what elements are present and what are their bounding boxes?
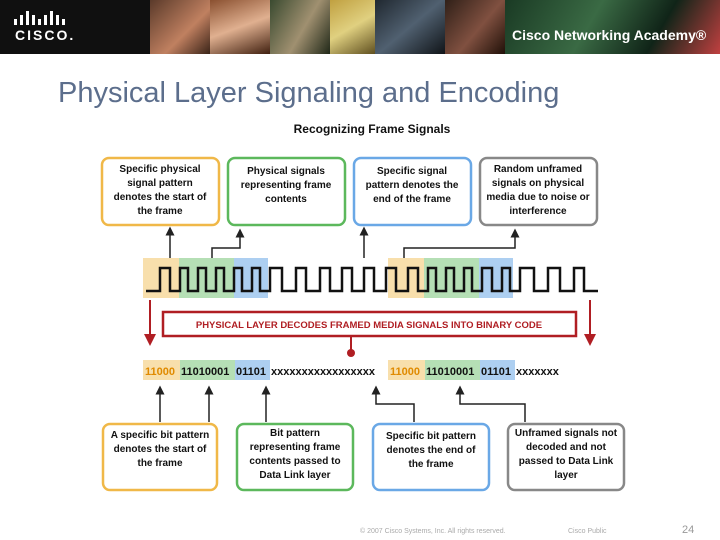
bottom-box-start-bits [101,422,219,492]
arrow-top-2 [211,228,245,258]
decode-bar-text: PHYSICAL LAYER DECODES FRAMED MEDIA SIGN… [196,320,542,331]
signal-waveform [146,266,598,293]
top-box-end-signal [352,156,473,227]
bin-start-1: 11000 [145,366,175,378]
banner-photo-2 [210,0,270,54]
bin-bg-end-2 [480,360,515,380]
arrow-bottom-4 [371,385,415,422]
banner-photo-5 [375,0,445,54]
bin-bg-contents-2 [425,360,480,380]
arrow-top-4 [403,228,520,258]
diagram-title: Recognizing Frame Signals [294,122,451,136]
wave-seg-contents-2 [424,258,479,298]
slide-title: Physical Layer Signaling and Encoding [58,77,560,109]
banner-photo-1 [150,0,210,54]
bin-noise-1: xxxxxxxxxxxxxxxxx [271,366,376,378]
decode-bar [161,310,578,338]
bin-bg-start-2 [388,360,425,380]
bottom-box-end-bits [371,422,491,492]
top-box-frame-contents [226,156,347,227]
top-box-start-signal [100,156,221,227]
footer-copyright: © 2007 Cisco Systems, Inc. All rights re… [360,528,506,535]
arrow-bottom-5 [455,385,526,422]
banner-photo-6 [445,0,505,54]
bin-contents-1: 11010001 [181,366,229,378]
academy-name: Cisco Networking Academy® [512,27,707,43]
bin-end-1: 01101 [236,366,266,378]
top-box-unframed-signal [478,156,599,227]
page-number: 24 [682,524,695,536]
footer-classification: Cisco Public [568,528,607,535]
cisco-logo-text: CISCO. [15,27,76,43]
bin-noise-2: xxxxxxx [516,366,560,378]
bin-start-2: 11000 [390,366,420,378]
bin-end-2: 01101 [481,366,511,378]
banner-photo-7 [505,0,720,54]
bottom-box-contents-bits [235,422,355,492]
red-center-dot [347,349,355,357]
cisco-logo-bars [14,11,65,25]
banner-photo-4 [330,0,375,54]
bin-contents-2: 11010001 [426,366,474,378]
header-banner: CISCO. Cisco Networking Academy® [0,0,720,54]
bin-bg-start-1 [143,360,180,380]
bin-bg-end-1 [235,360,270,380]
bin-bg-contents-1 [180,360,235,380]
bottom-box-unframed-bits [506,422,626,492]
banner-photo-3 [270,0,330,54]
